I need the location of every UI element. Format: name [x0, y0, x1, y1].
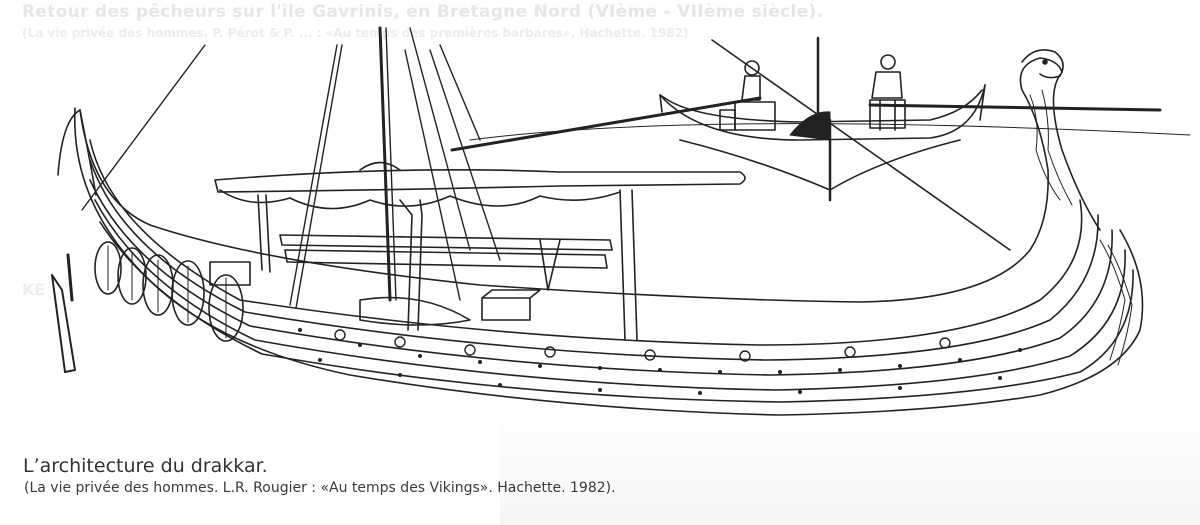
dragon-head	[1021, 49, 1064, 79]
rower-left	[719, 60, 776, 131]
prow-neck	[1019, 57, 1101, 231]
prow-carving	[1029, 89, 1133, 366]
caption-source: (La vie privée des hommes. L.R. Rougier …	[24, 480, 616, 496]
background-bleed-title: Retour des pêcheurs sur l'île Gavrinis, …	[22, 2, 824, 22]
rower-right	[869, 54, 906, 131]
caption-title: L’architecture du drakkar.	[23, 455, 268, 477]
background-bleed-mark: KE	[22, 280, 46, 299]
background-bleed-subtitle: (La vie privée des hommes. P. Pérot & P.…	[22, 26, 689, 40]
stern-post	[57, 109, 97, 196]
fishing-boat	[450, 36, 1191, 202]
hull-sheer	[79, 109, 1049, 303]
page-shade	[500, 400, 1200, 525]
oar-holes	[334, 329, 951, 362]
drakkar-hull	[51, 49, 1144, 416]
steering-oar	[51, 274, 76, 373]
oar-left	[450, 96, 762, 152]
oar-right	[868, 103, 1162, 112]
awning	[214, 161, 746, 341]
hull-rivets	[298, 328, 1022, 395]
rigging	[81, 26, 1011, 309]
drakkar-illustration	[51, 26, 1191, 416]
shields	[94, 241, 244, 342]
